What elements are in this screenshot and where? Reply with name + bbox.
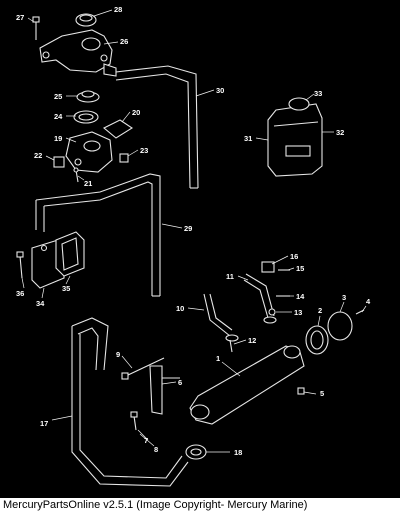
reservoir-cap-33 — [288, 97, 310, 111]
screw-5 — [297, 387, 305, 395]
cover-3 — [327, 311, 353, 341]
cap-28 — [75, 13, 97, 27]
gasket-2 — [305, 325, 329, 355]
callout-21: 21 — [84, 179, 92, 188]
callout-2: 2 — [318, 306, 322, 315]
callout-30: 30 — [216, 86, 224, 95]
thermostat-housing-26 — [39, 29, 117, 77]
gasket-35 — [55, 231, 85, 277]
callout-32: 32 — [336, 128, 344, 137]
callout-25: 25 — [54, 92, 62, 101]
screw-21 — [73, 167, 79, 183]
callout-27: 27 — [16, 13, 24, 22]
callout-14: 14 — [296, 292, 305, 301]
callout-5: 5 — [320, 389, 324, 398]
callout-9: 9 — [116, 350, 120, 359]
bolt-9 — [121, 357, 165, 380]
coolant-reservoir-31 — [267, 103, 323, 177]
callout-labels: 28 26 27 25 24 20 19 22 21 23 30 29 31 3… — [16, 5, 371, 457]
callout-3: 3 — [342, 293, 346, 302]
callout-7: 7 — [144, 436, 148, 445]
callout-18: 18 — [234, 448, 242, 457]
hose-30 — [115, 65, 199, 189]
gasket-20 — [103, 119, 134, 139]
callout-12: 12 — [248, 336, 256, 345]
callout-20: 20 — [132, 108, 140, 117]
bracket-10 — [203, 293, 239, 342]
leader-lines — [21, 9, 367, 453]
elbow-18 — [185, 444, 207, 460]
fitting-22 — [53, 156, 65, 168]
screw-12 — [229, 339, 233, 353]
bolt-27 — [32, 16, 40, 40]
callout-6: 6 — [178, 378, 182, 387]
callout-4: 4 — [366, 297, 371, 306]
nut-13 — [268, 308, 276, 316]
caption-bar: MercuryPartsOnline v2.5.1 (Image Copyrig… — [0, 498, 400, 514]
callout-10: 10 — [176, 304, 184, 313]
exploded-parts-diagram: 28 26 27 25 24 20 19 22 21 23 30 29 31 3… — [16, 5, 371, 487]
callout-29: 29 — [184, 224, 192, 233]
spacer-16 — [261, 261, 275, 273]
callout-8: 8 — [154, 445, 158, 454]
bracket-6 — [149, 365, 180, 415]
callout-23: 23 — [140, 146, 148, 155]
callout-36: 36 — [16, 289, 24, 298]
gasket-24 — [73, 110, 99, 124]
callout-24: 24 — [54, 112, 63, 121]
callout-28: 28 — [114, 5, 122, 14]
callout-31: 31 — [244, 134, 252, 143]
thermostat-25 — [76, 90, 100, 103]
bolt-36 — [16, 251, 24, 279]
callout-35: 35 — [62, 284, 70, 293]
callout-15: 15 — [296, 264, 304, 273]
callout-34: 34 — [36, 299, 45, 308]
callout-33: 33 — [314, 89, 322, 98]
screw-7-8 — [130, 411, 138, 431]
hose-17 — [71, 317, 189, 487]
copyright-caption: MercuryPartsOnline v2.5.1 (Image Copyrig… — [3, 499, 308, 511]
water-pump-housing-19 — [65, 131, 113, 173]
callout-16: 16 — [290, 252, 298, 261]
callout-13: 13 — [294, 308, 302, 317]
callout-11: 11 — [226, 272, 234, 281]
callout-19: 19 — [54, 134, 62, 143]
callout-17: 17 — [40, 419, 48, 428]
callout-26: 26 — [120, 37, 128, 46]
plug-23 — [119, 153, 129, 163]
hose-29 — [35, 173, 161, 297]
callout-22: 22 — [34, 151, 42, 160]
callout-1: 1 — [216, 354, 220, 363]
exhaust-pipe-1 — [189, 345, 305, 425]
bracket-11 — [243, 273, 277, 324]
